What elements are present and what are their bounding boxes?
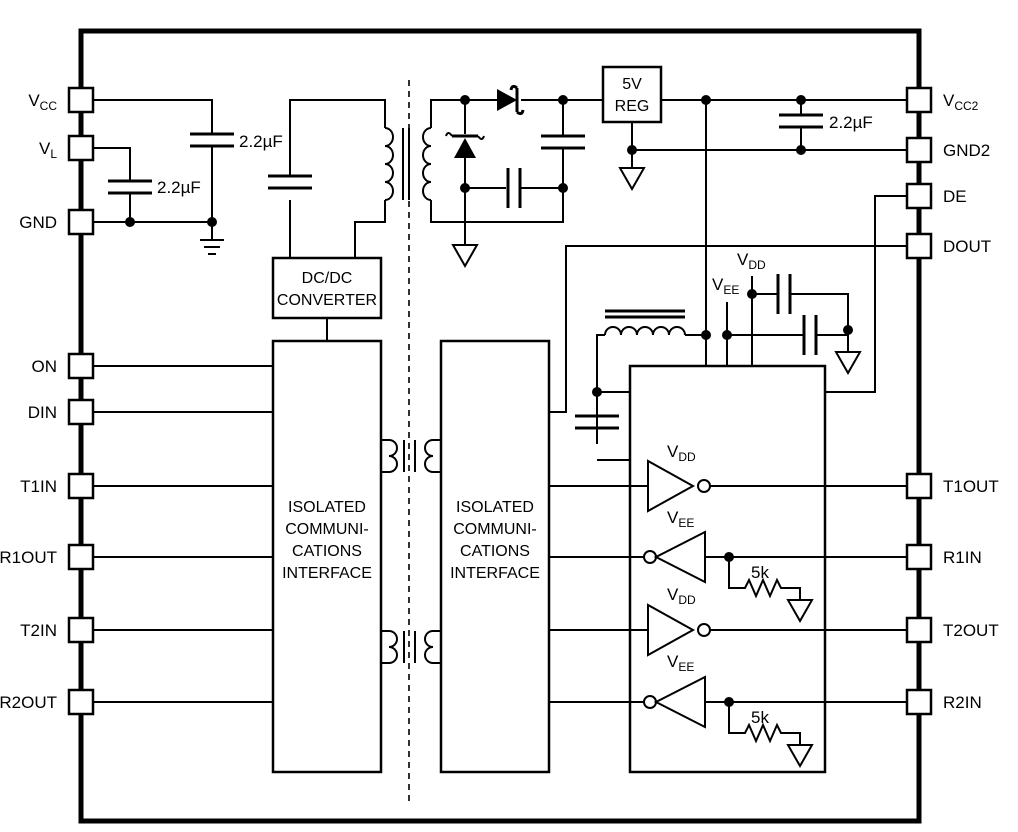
svg-text:INTERFACE: INTERFACE xyxy=(450,565,540,582)
vcc2-cap-label: 2.2µF xyxy=(829,113,873,132)
dcdc-primary-wiring xyxy=(289,99,386,341)
pin-gnd xyxy=(67,208,95,236)
dcdc-capacitor xyxy=(268,174,312,190)
de-dout-wiring xyxy=(549,195,919,413)
vdd-capacitor xyxy=(776,274,792,314)
package-outline xyxy=(78,28,922,824)
svg-text:COMMUNI-: COMMUNI- xyxy=(285,521,369,538)
driver-t1 xyxy=(549,459,919,513)
isolated-interface-right xyxy=(439,339,551,774)
label-gnd2: GND2 xyxy=(943,141,990,160)
supply-network xyxy=(592,276,853,461)
pin-r2in xyxy=(905,688,933,716)
label-r2out: R2OUT xyxy=(0,693,57,712)
vcc-capacitor xyxy=(190,132,234,148)
label-gnd: GND xyxy=(19,213,57,232)
vl-cap-label: 2.2µF xyxy=(157,178,201,197)
pin-r1in xyxy=(905,543,933,571)
driver-t1-vee: VEE xyxy=(667,508,694,530)
svg-text:INTERFACE: INTERFACE xyxy=(282,565,372,582)
transceiver-block xyxy=(628,364,827,774)
label-vcc: VCC xyxy=(28,91,57,113)
ground-triangle-secondary xyxy=(451,244,479,269)
resistor-r1-label: 5k xyxy=(751,563,769,582)
schottky-diode xyxy=(497,84,525,116)
svg-text:COMMUNI-: COMMUNI- xyxy=(453,521,537,538)
pin-t1in xyxy=(67,472,95,500)
receiver-r1 xyxy=(549,530,919,624)
driver-t2-vee: VEE xyxy=(667,652,694,674)
left-signal-lines xyxy=(93,365,273,703)
receiver-r2 xyxy=(549,675,919,769)
driver-t1-vdd: VDD xyxy=(667,442,696,464)
vee-supply-label: VEE xyxy=(712,275,739,297)
vcc-wiring xyxy=(93,99,217,240)
ground-triangle-regulator xyxy=(618,167,646,192)
vcc2-capacitor xyxy=(779,113,823,129)
ground-symbol-left xyxy=(200,239,224,255)
dcdc-label-line1: DC/DC xyxy=(302,270,353,287)
regulator-label-line1: 5V xyxy=(622,76,642,93)
label-de: DE xyxy=(943,187,967,206)
pin-t2out xyxy=(905,616,933,644)
label-r1in: R1IN xyxy=(943,548,982,567)
vee-capacitor xyxy=(802,315,818,355)
vl-capacitor xyxy=(108,179,152,195)
label-t2in: T2IN xyxy=(20,621,57,640)
pin-r1out xyxy=(67,543,95,571)
isolated-interface-left xyxy=(271,339,383,774)
svg-text:CATIONS: CATIONS xyxy=(460,543,530,560)
label-t2out: T2OUT xyxy=(943,621,999,640)
secondary-rectifier-wiring xyxy=(430,95,603,245)
regulator-block xyxy=(601,65,663,124)
secondary-capacitor-horizontal xyxy=(506,168,522,208)
pin-din xyxy=(67,398,95,426)
label-t1in: T1IN xyxy=(20,477,57,496)
driver-t2 xyxy=(549,603,919,657)
label-vcc2: VCC2 xyxy=(943,91,979,113)
pin-vcc2 xyxy=(905,86,933,114)
driver-t2-vdd: VDD xyxy=(667,585,696,607)
resistor-r2-label: 5k xyxy=(751,708,769,727)
iso-left-text: ISOLATED COMMUNI- CATIONS INTERFACE xyxy=(282,499,372,582)
regulator-label-line2: REG xyxy=(615,98,650,115)
label-din: DIN xyxy=(28,403,57,422)
label-dout: DOUT xyxy=(943,237,991,256)
pin-t2in xyxy=(67,616,95,644)
vcc-cap-label: 2.2µF xyxy=(239,132,283,151)
pin-r2out xyxy=(67,688,95,716)
pin-gnd2 xyxy=(905,136,933,164)
pin-t1out xyxy=(905,472,933,500)
regulator-wiring xyxy=(627,95,919,366)
signal-transformer-upper xyxy=(381,439,441,473)
iso-right-text: ISOLATED COMMUNI- CATIONS INTERFACE xyxy=(450,499,540,582)
pin-vcc xyxy=(67,86,95,114)
zener-diode xyxy=(445,132,485,158)
label-r1out: R1OUT xyxy=(0,548,57,567)
pin-dout xyxy=(905,232,933,260)
svg-text:ISOLATED: ISOLATED xyxy=(456,499,534,516)
pin-vl xyxy=(67,134,95,162)
signal-transformer-lower xyxy=(381,630,441,664)
power-transformer xyxy=(384,127,432,201)
label-vl: VL xyxy=(39,139,57,161)
pin-on xyxy=(67,352,95,380)
svg-text:ISOLATED: ISOLATED xyxy=(288,499,366,516)
label-on: ON xyxy=(32,357,58,376)
ground-triangle-supply xyxy=(834,351,862,376)
vdd-supply-label: VDD xyxy=(737,250,766,272)
label-t1out: T1OUT xyxy=(943,477,999,496)
charge-pump-capacitor xyxy=(575,414,619,430)
dcdc-label-line2: CONVERTER xyxy=(277,292,377,309)
svg-text:CATIONS: CATIONS xyxy=(292,543,362,560)
dcdc-converter-block xyxy=(271,256,383,320)
pin-de xyxy=(905,182,933,210)
label-r2in: R2IN xyxy=(943,693,982,712)
secondary-capacitor-vertical xyxy=(541,134,585,150)
